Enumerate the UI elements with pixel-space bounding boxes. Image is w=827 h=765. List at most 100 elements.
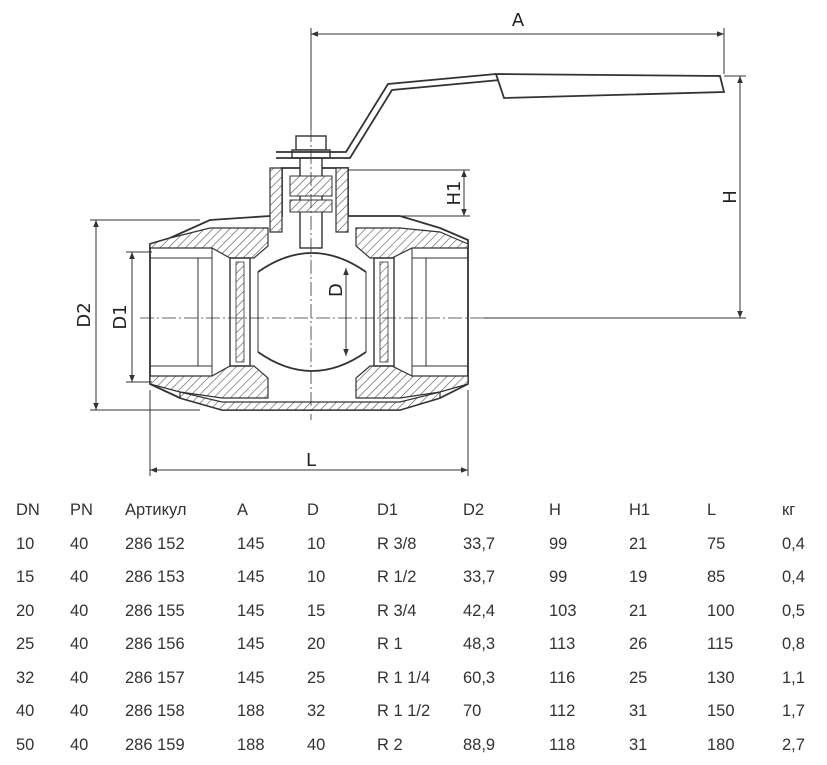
column-header-pn: PN	[70, 501, 93, 520]
table-cell: 1,7	[782, 702, 805, 721]
table-cell: 118	[549, 735, 576, 754]
table-cell: 25	[16, 635, 35, 654]
table-cell: 286 153	[125, 568, 185, 587]
table-cell: 10	[307, 568, 326, 587]
dimension-label-h1: H1	[444, 181, 465, 206]
column-header-dn: DN	[16, 501, 40, 520]
table-cell: 33,7	[463, 534, 496, 553]
table-cell: 1,1	[782, 668, 805, 687]
table-cell: 21	[629, 534, 648, 553]
table-row: 20 40 286 155 145 15 R 3/4 42,4 103 21 100 0,5	[0, 595, 827, 629]
column-header-h: H	[549, 501, 561, 520]
table-cell: 150	[707, 702, 735, 721]
table-cell: 145	[237, 534, 265, 553]
valve-body	[140, 73, 726, 420]
column-header-d: D	[307, 501, 319, 520]
table-cell: 113	[549, 635, 576, 654]
table-cell: 180	[707, 735, 735, 754]
table-cell: 48,3	[463, 635, 496, 654]
table-cell: R 3/4	[377, 601, 417, 620]
table-cell: 145	[237, 668, 265, 687]
column-header-d2: D2	[463, 501, 485, 520]
table-cell: 115	[707, 635, 734, 654]
table-cell: 0,5	[782, 601, 805, 620]
table-row: 25 40 286 156 145 20 R 1 48,3 113 26 115 0,8	[0, 628, 827, 662]
dimension-label-l: L	[306, 450, 316, 471]
table-cell: 188	[237, 735, 265, 754]
table-cell: 10	[16, 534, 35, 553]
table-cell: 130	[707, 668, 735, 687]
table-row: 40 40 286 158 188 32 R 1 1/2 70 112 31 150 1,7	[0, 695, 827, 729]
table-cell: R 1	[377, 635, 403, 654]
table-cell: 20	[16, 601, 35, 620]
table-cell: 112	[549, 702, 576, 721]
table-cell: 15	[307, 601, 326, 620]
table-cell: 100	[707, 601, 735, 620]
spec-table: DN PN Артикул A D D1 D2 H H1 L кг 10 40 28…	[0, 494, 827, 762]
table-cell: 40	[70, 668, 89, 687]
table-cell: 0,4	[782, 534, 805, 553]
table-cell: 31	[629, 735, 648, 754]
table-cell: 42,4	[463, 601, 496, 620]
table-cell: 20	[307, 635, 326, 654]
table-cell: 31	[629, 702, 648, 721]
table-cell: 145	[237, 568, 265, 587]
dimension-label-d1: D1	[110, 304, 131, 329]
table-cell: 286 156	[125, 635, 185, 654]
table-cell: 40	[70, 702, 89, 721]
table-cell: 145	[237, 601, 265, 620]
table-cell: 75	[707, 534, 726, 553]
table-header-row: DN PN Артикул A D D1 D2 H H1 L кг	[0, 494, 827, 528]
table-cell: 2,7	[782, 735, 805, 754]
dimension-label-d: D	[326, 283, 347, 297]
table-cell: 88,9	[463, 735, 496, 754]
table-cell: 0,4	[782, 568, 805, 587]
table-cell: 32	[307, 702, 326, 721]
dimension-label-h: H	[720, 190, 741, 204]
table-cell: 99	[549, 534, 568, 553]
dimension-lines	[90, 28, 746, 476]
table-cell: R 1 1/2	[377, 702, 431, 721]
table-cell: R 1 1/4	[377, 668, 431, 687]
table-cell: 40	[16, 702, 35, 721]
table-cell: 188	[237, 702, 265, 721]
table-row: 50 40 286 159 188 40 R 2 88,9 118 31 180 2,7	[0, 729, 827, 763]
table-cell: 40	[70, 534, 89, 553]
table-cell: 26	[629, 635, 648, 654]
table-cell: 40	[70, 568, 89, 587]
table-cell: 25	[307, 668, 326, 687]
table-cell: R 3/8	[377, 534, 417, 553]
table-cell: 21	[629, 601, 648, 620]
table-cell: 40	[70, 735, 89, 754]
table-cell: 286 155	[125, 601, 185, 620]
table-cell: 40	[70, 635, 89, 654]
column-header-a: A	[237, 501, 249, 520]
table-cell: 50	[16, 735, 35, 754]
table-cell: 15	[16, 568, 35, 587]
table-cell: 145	[237, 635, 265, 654]
table-cell: 10	[307, 534, 326, 553]
table-cell: 60,3	[463, 668, 496, 687]
column-header-weight: кг	[782, 501, 796, 520]
table-cell: 70	[463, 702, 482, 721]
table-cell: 19	[629, 568, 648, 587]
table-cell: 116	[549, 668, 576, 687]
table-cell: 286 157	[125, 668, 185, 687]
table-cell: 103	[549, 601, 577, 620]
table-cell: 33,7	[463, 568, 496, 587]
table-cell: R 1/2	[377, 568, 417, 587]
table-cell: R 2	[377, 735, 403, 754]
column-header-d1: D1	[377, 501, 399, 520]
column-header-h1: H1	[629, 501, 651, 520]
column-header-l: L	[707, 501, 717, 520]
table-cell: 40	[70, 601, 89, 620]
table-cell: 0,8	[782, 635, 805, 654]
table-cell: 40	[307, 735, 326, 754]
table-cell: 286 159	[125, 735, 185, 754]
table-cell: 32	[16, 668, 35, 687]
column-header-article: Артикул	[125, 501, 187, 520]
table-cell: 286 158	[125, 702, 185, 721]
